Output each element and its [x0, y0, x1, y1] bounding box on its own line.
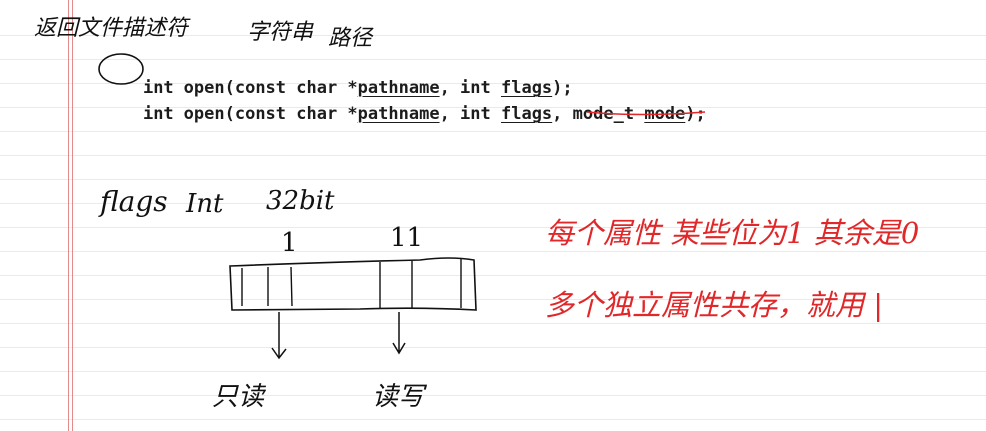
- arrow-readonly: [271, 312, 287, 360]
- code-flags: flags: [500, 104, 553, 124]
- code-pathname: pathname: [357, 78, 440, 98]
- code-end: );: [685, 104, 706, 124]
- red-underline: [586, 111, 706, 116]
- margin-line: [72, 0, 73, 431]
- tick-one: 1: [281, 228, 298, 258]
- cell-line: [290, 266, 293, 307]
- code-sep: , int: [439, 78, 501, 98]
- code-sep2: ,: [552, 104, 573, 124]
- margin-line: [68, 0, 69, 431]
- code-int: int: [142, 78, 174, 98]
- label-flags: flags: [100, 185, 168, 218]
- red-note-2: 多个独立属性共存，就用 |: [545, 288, 883, 322]
- arrow-readwrite: [392, 312, 406, 355]
- code-int: int: [142, 104, 174, 124]
- label-readonly: 只读: [212, 382, 265, 412]
- code-open: open(const char *: [183, 104, 358, 124]
- label-int: Int: [186, 189, 224, 219]
- int-circle: [98, 53, 144, 85]
- code-flags: flags: [500, 78, 553, 98]
- code-line-2: int open(const char *pathname, int flags,…: [102, 84, 706, 144]
- label-32bit: 32bit: [266, 186, 335, 216]
- code-pathname: pathname: [357, 104, 440, 124]
- red-note-1: 每个属性 某些位为1 其余是0: [545, 216, 920, 250]
- code-sep: , int: [439, 104, 501, 124]
- code-line-1: int open(const char *pathname, int flags)…: [102, 58, 573, 118]
- note-string: 字符串: [247, 20, 314, 45]
- bit-box: [229, 257, 477, 311]
- note-return-fd: 返回文件描述符: [34, 16, 189, 41]
- note-path: 路径: [328, 26, 373, 51]
- code-end: );: [552, 78, 573, 98]
- code-open: open(const char *: [183, 78, 358, 98]
- label-readwrite: 读写: [372, 382, 425, 412]
- tick-eleven: 11: [390, 223, 424, 253]
